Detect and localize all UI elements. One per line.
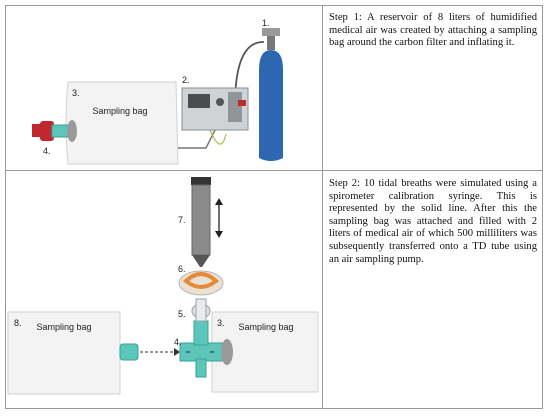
sampling-bag-left: Sampling bag bbox=[7, 311, 121, 395]
table-frame bbox=[5, 5, 543, 409]
cylinder-number: 1. bbox=[262, 18, 270, 28]
mouthpiece bbox=[178, 270, 224, 296]
flow-controller bbox=[181, 87, 249, 131]
t-piece-filter bbox=[179, 320, 233, 378]
column-divider bbox=[322, 5, 323, 409]
up-down-arrow-icon bbox=[215, 198, 223, 238]
carbon-filter bbox=[32, 120, 77, 142]
step-1-figure: Sampling bag 3. 4. 2. 1. bbox=[32, 18, 283, 165]
step-1-text: Step 1: A reservoir of 8 liters of humid… bbox=[329, 12, 537, 49]
bag-right-number: 3. bbox=[217, 318, 225, 328]
bag-right-label: Sampling bag bbox=[238, 322, 293, 332]
connector-number: 5. bbox=[178, 309, 186, 319]
syringe-number: 7. bbox=[178, 215, 186, 225]
row-divider bbox=[5, 170, 543, 171]
bag-left-label: Sampling bag bbox=[36, 322, 91, 332]
bag-left-number: 8. bbox=[14, 318, 22, 328]
connector-piece bbox=[191, 298, 211, 322]
bag-label-line-1: Sampling bag bbox=[92, 106, 147, 116]
step-2-figure: Sampling bag 8. Sampling bag 3. 4. 5. 6.… bbox=[7, 177, 319, 395]
mouthpiece-number: 6. bbox=[178, 264, 186, 274]
device-number: 2. bbox=[182, 75, 190, 85]
calibration-syringe bbox=[191, 177, 211, 267]
arrow-right-icon bbox=[174, 348, 180, 356]
gas-cylinder bbox=[259, 28, 283, 161]
filter-number-2: 4. bbox=[174, 337, 182, 347]
bag-number: 3. bbox=[72, 88, 80, 98]
filter-number: 4. bbox=[43, 146, 51, 156]
sampling-bag: Sampling bag bbox=[65, 81, 179, 165]
step-2-text: Step 2: 10 tidal breaths were simulated … bbox=[329, 178, 537, 265]
bag-connector bbox=[119, 343, 139, 361]
